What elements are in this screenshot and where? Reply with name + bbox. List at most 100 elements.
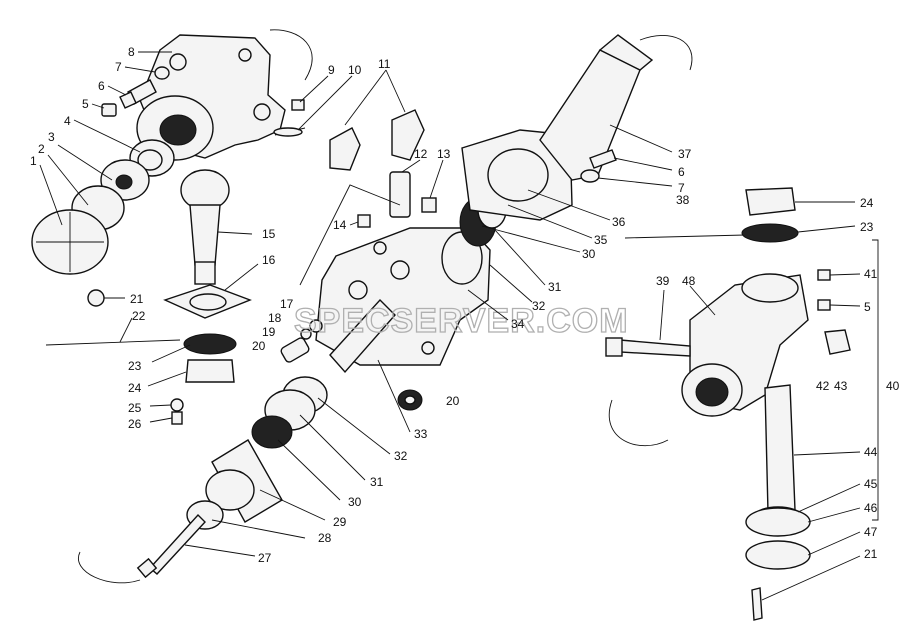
cotter-pin-22 — [45, 339, 181, 346]
label-22: 22 — [132, 309, 146, 323]
cover-plate-16-hole — [189, 293, 227, 311]
rotation-arrow-top — [269, 29, 313, 81]
rotation-arrow-bracket — [609, 399, 669, 447]
leader-23a — [151, 344, 191, 363]
leader-3 — [57, 144, 113, 181]
label-27: 27 — [258, 551, 272, 565]
ball-stud-15-shank — [189, 204, 221, 266]
label-34: 34 — [511, 317, 525, 331]
label-2: 2 — [38, 142, 45, 156]
plug-13 — [421, 197, 437, 213]
label-42: 42 — [816, 379, 830, 393]
leader-34 — [467, 289, 509, 321]
housing-bore-inner — [159, 114, 197, 146]
leader-28 — [211, 519, 306, 539]
valve-body-port-1 — [348, 280, 368, 300]
leader-11a — [344, 69, 387, 126]
label-21-right: 21 — [864, 547, 878, 561]
label-20-right: 20 — [446, 394, 460, 408]
leader-5 — [91, 103, 105, 109]
ball-stud-15-ball — [180, 169, 230, 211]
leader-6b — [613, 157, 673, 171]
label-19: 19 — [262, 325, 276, 339]
seal-23-right — [741, 223, 799, 243]
leader-13 — [429, 159, 444, 199]
bolt-6-right — [589, 149, 617, 169]
cylinder-threaded-end — [598, 34, 654, 71]
label-11: 11 — [378, 57, 391, 71]
leader-31b — [494, 229, 546, 286]
spool-33 — [329, 298, 396, 374]
label-36: 36 — [612, 215, 626, 229]
nut-19 — [300, 328, 312, 340]
piston-29-end — [205, 469, 255, 511]
label-47: 47 — [864, 525, 878, 539]
plug-9 — [291, 99, 305, 111]
cotter-pin-38 — [624, 234, 746, 239]
leader-47 — [807, 531, 861, 556]
label-32-lower: 32 — [394, 449, 408, 463]
plug-20-left — [280, 337, 310, 363]
label-31-upper: 31 — [548, 280, 562, 294]
leader-5b — [829, 304, 861, 307]
label-8: 8 — [128, 45, 135, 59]
housing-bolt-hole-right — [253, 103, 271, 121]
label-5-right: 5 — [864, 300, 871, 314]
leader-45 — [797, 483, 861, 513]
seal-23-left — [183, 333, 237, 355]
watermark: SPECSERVER.COM — [294, 302, 629, 340]
castle-nut-24-right — [745, 187, 796, 216]
leader-26 — [149, 417, 173, 423]
leader-10 — [297, 75, 353, 131]
cylinder-assembly — [461, 34, 693, 221]
label-17: 17 — [280, 297, 294, 311]
leader-16 — [224, 263, 259, 291]
leader-41 — [829, 273, 861, 276]
label-21-left: 21 — [130, 292, 144, 306]
label-3: 3 — [48, 130, 55, 144]
fitting-41 — [817, 269, 831, 281]
seal-20-right-hole — [404, 395, 416, 405]
label-39: 39 — [656, 274, 670, 288]
washer-25 — [170, 398, 184, 412]
washer-7-left — [154, 66, 170, 80]
label-46: 46 — [864, 501, 878, 515]
label-30-lower: 30 — [348, 495, 362, 509]
label-33: 33 — [414, 427, 428, 441]
elbow-fitting-11-left — [329, 127, 361, 171]
bearing-46 — [745, 507, 811, 537]
label-18: 18 — [268, 311, 282, 325]
cylinder-barrel — [539, 49, 641, 181]
leader-37 — [609, 124, 673, 153]
leader-36 — [527, 189, 611, 221]
label-6-right: 6 — [678, 165, 685, 179]
label-1: 1 — [30, 154, 37, 168]
bracket-48-clamp-inner — [695, 377, 729, 407]
right-bracket-assembly — [605, 187, 879, 621]
leader-1 — [39, 164, 63, 226]
leader-48 — [689, 285, 716, 316]
label-32-upper: 32 — [532, 299, 546, 313]
leader-29 — [259, 489, 326, 521]
leader-30b — [481, 225, 581, 253]
label-16: 16 — [262, 253, 276, 267]
label-6-left: 6 — [98, 79, 105, 93]
leader-25 — [149, 404, 172, 407]
thrust-plate-47 — [745, 540, 811, 570]
leader-14 — [349, 221, 359, 226]
leader-32a — [317, 397, 391, 455]
rod-27 — [148, 513, 206, 575]
label-45: 45 — [864, 477, 878, 491]
label-13: 13 — [437, 147, 451, 161]
label-23-left: 23 — [128, 359, 142, 373]
leader-27 — [184, 544, 256, 557]
label-7-right: 7 — [678, 181, 685, 195]
valve-body-port-3 — [373, 241, 387, 255]
label-26: 26 — [128, 417, 142, 431]
leader-23b — [797, 225, 856, 233]
plug-14 — [357, 214, 371, 228]
label-44: 44 — [864, 445, 878, 459]
label-40: 40 — [886, 379, 900, 393]
kingpin-44 — [764, 384, 796, 513]
leader-22 — [119, 317, 133, 343]
